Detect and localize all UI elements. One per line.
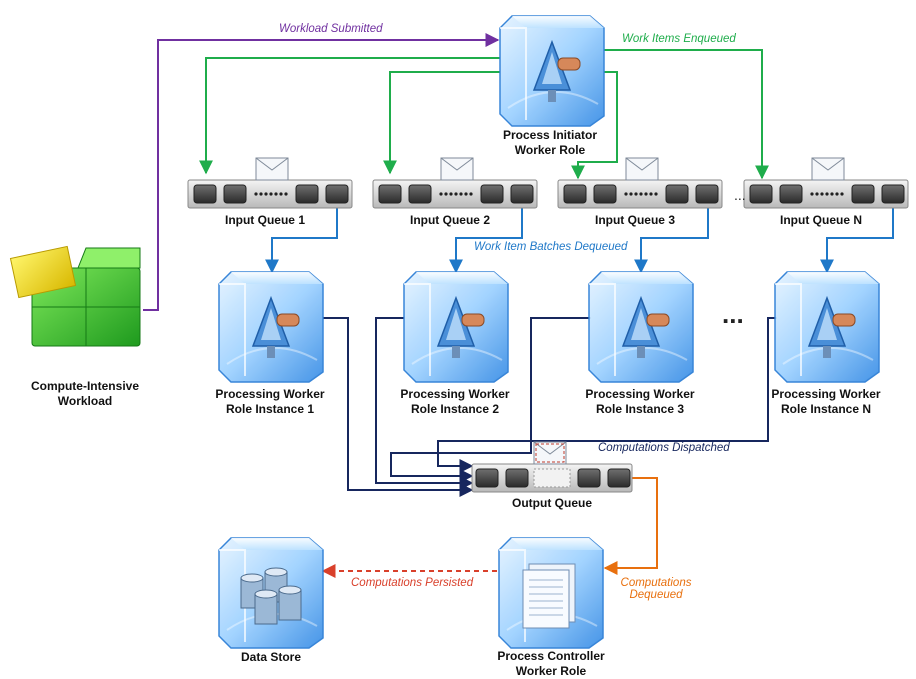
enqueue-arrows [199,49,769,180]
envelope-icon [533,441,567,465]
input-queue-n-label: Input Queue N [780,213,862,227]
envelope-icon [255,157,289,181]
controller-label: Process Controller Worker Role [497,649,605,678]
worker-2-label: Processing Worker Role Instance 2 [400,387,510,416]
work-items-enqueued-label: Work Items Enqueued [622,33,736,45]
controller-dequeue-arrow [603,477,658,575]
document-icon [522,563,576,629]
computations-dispatched-label: Computations Dispatched [598,442,730,454]
workload-submitted-label: Workload Submitted [279,23,383,35]
worker-ellipsis: ... [722,299,744,329]
computations-dequeued-label: Computations Dequeued [620,577,692,601]
azure-worker-icon [621,295,670,358]
data-store-label: Data Store [240,650,302,664]
input-queue-3-label: Input Queue 3 [594,213,675,227]
input-queue-1-bar [187,157,353,209]
worker-cube-3 [588,271,694,383]
input-queue-n-bar [743,157,909,209]
data-store-cube [218,537,324,649]
computations-persisted-label: Computations Persisted [351,577,474,589]
input-queue-2-label: Input Queue 2 [409,213,490,227]
batches-dequeued-label: Work Item Batches Dequeued [474,241,628,253]
process-controller-cube [498,537,604,649]
dispatch-arrows [323,317,777,497]
envelope-icon [625,157,659,181]
database-icon [240,567,302,625]
envelope-icon [440,157,474,181]
worker-cube-1 [218,271,324,383]
worker-1-label: Processing Worker Role Instance 1 [215,387,325,416]
dequeue-arrows [265,205,894,274]
workload-submitted-arrow [143,33,500,311]
worker-cube-n [774,271,880,383]
azure-worker-icon [436,295,485,358]
process-initiator-cube [499,15,605,127]
input-queue-1-label: Input Queue 1 [224,213,305,227]
workload-blocks-icon [9,245,141,347]
initiator-label: Process Initiator Worker Role [502,128,598,157]
input-queue-3-bar [557,157,723,209]
output-queue-bar [471,441,633,493]
azure-worker-icon [532,39,581,102]
worker-3-label: Processing Worker Role Instance 3 [585,387,695,416]
worker-cube-2 [403,271,509,383]
envelope-icon [811,157,845,181]
queue-ellipsis: ... [734,187,746,203]
output-queue-label: Output Queue [512,496,592,510]
worker-n-label: Processing Worker Role Instance N [771,387,881,416]
workload-label: Compute-Intensive Workload [30,379,139,408]
input-queue-2-bar [372,157,538,209]
azure-worker-icon [807,295,856,358]
azure-worker-icon [251,295,300,358]
